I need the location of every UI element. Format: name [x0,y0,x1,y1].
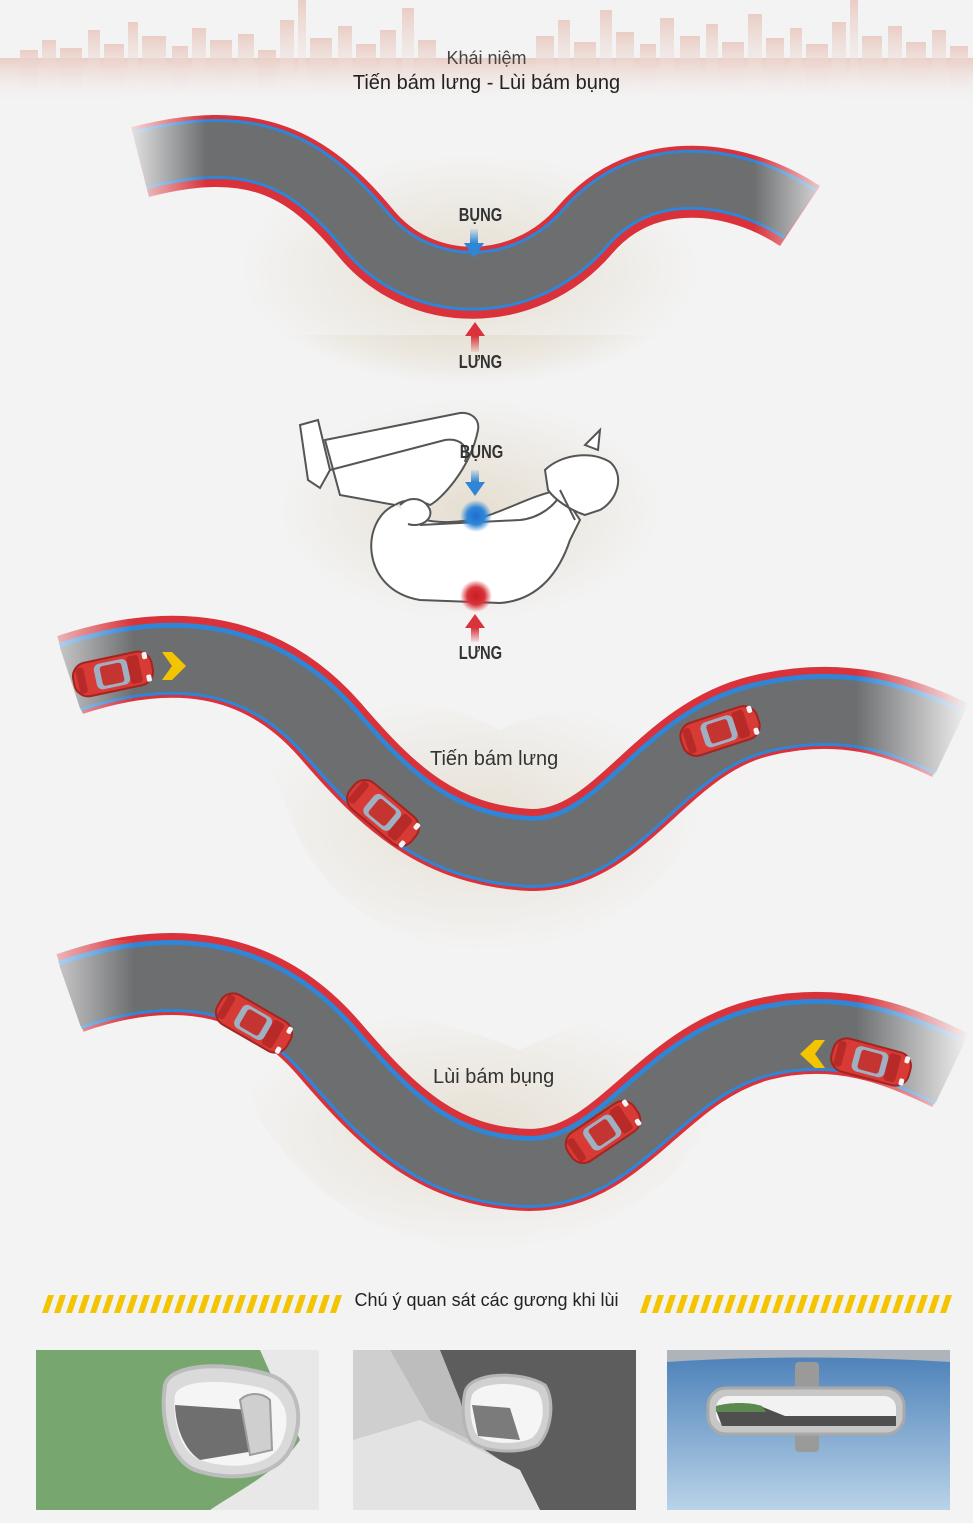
reverse-caption: Lùi bám bụng [433,1066,555,1088]
hazard-stripe [258,1295,270,1313]
hazard-stripe [640,1295,652,1313]
hazard-stripe [42,1295,54,1313]
hazard-stripe [186,1295,198,1313]
hazard-stripe [844,1295,856,1313]
direction-arrow-icon [162,652,186,680]
hazard-stripe [916,1295,928,1313]
hazard-stripe [66,1295,78,1313]
hazard-stripe [78,1295,90,1313]
concept-road-final [120,95,840,385]
hazard-stripe [808,1295,820,1313]
hazard-stripe [282,1295,294,1313]
back-label: LƯNG [458,643,503,663]
back-label: LƯNG [458,352,503,372]
hazard-stripe [114,1295,126,1313]
side-mirror-icon [161,1364,301,1479]
arrow-down-icon [465,470,485,496]
hazard-stripe [54,1295,66,1313]
hazard-stripe [150,1295,162,1313]
side-mirror-icon [461,1373,553,1453]
hazard-stripe [928,1295,940,1313]
hazard-stripe [664,1295,676,1313]
hazard-stripe [162,1295,174,1313]
hazard-stripe [198,1295,210,1313]
hazard-stripe [676,1295,688,1313]
hazard-stripe [724,1295,736,1313]
hazard-stripe [748,1295,760,1313]
hazard-stripe [880,1295,892,1313]
reverse-road-diagram [20,933,970,1250]
hazard-stripe [306,1295,318,1313]
hazard-stripe [294,1295,306,1313]
hazard-stripe [210,1295,222,1313]
hazard-stripe [940,1295,952,1313]
side-mirror-panel-left [36,1350,319,1510]
hazard-stripe [138,1295,150,1313]
mirror-notice-text: Chú ý quan sát các gương khi lùi [344,1290,629,1310]
arrow-up-icon [465,322,485,352]
direction-arrow-icon [800,1040,825,1068]
hazard-stripe [688,1295,700,1313]
hazard-stripe [222,1295,234,1313]
hazard-stripe [246,1295,258,1313]
hazard-stripe [736,1295,748,1313]
hazard-stripe [126,1295,138,1313]
hazard-stripe [832,1295,844,1313]
belly-label: BỤNG [459,442,504,462]
belly-label: BỤNG [458,205,503,225]
forward-road-diagram [20,615,970,952]
hazard-stripe [796,1295,808,1313]
hazard-stripe [904,1295,916,1313]
hazard-stripe [270,1295,282,1313]
hazard-stripe [102,1295,114,1313]
hazard-stripe [174,1295,186,1313]
hazard-stripe [772,1295,784,1313]
hazard-stripe [90,1295,102,1313]
hazard-stripe [784,1295,796,1313]
hazard-stripe [234,1295,246,1313]
concept-title: Tiến bám lưng - Lùi bám bụng [352,72,621,94]
mirror-notice: Chú ý quan sát các gương khi lùi [0,1290,973,1311]
side-mirror-panel-middle [353,1350,636,1510]
skyline-decoration [0,0,973,103]
hazard-stripe [318,1295,330,1313]
hazard-stripe [820,1295,832,1313]
person-illustration [280,400,660,620]
hazard-stripes [42,1295,952,1313]
forward-caption: Tiến bám lưng [430,748,559,770]
hazard-stripe [700,1295,712,1313]
hazard-stripe [330,1295,342,1313]
hazard-stripe [652,1295,664,1313]
rearview-mirror-panel [667,1350,950,1510]
hazard-stripe [712,1295,724,1313]
concept-label: Khái niệm [446,48,527,68]
hazard-stripe [892,1295,904,1313]
hazard-stripe [856,1295,868,1313]
rearview-mirror-icon [706,1386,906,1436]
arrow-down-icon [464,229,484,258]
hazard-stripe [868,1295,880,1313]
hazard-stripe [760,1295,772,1313]
